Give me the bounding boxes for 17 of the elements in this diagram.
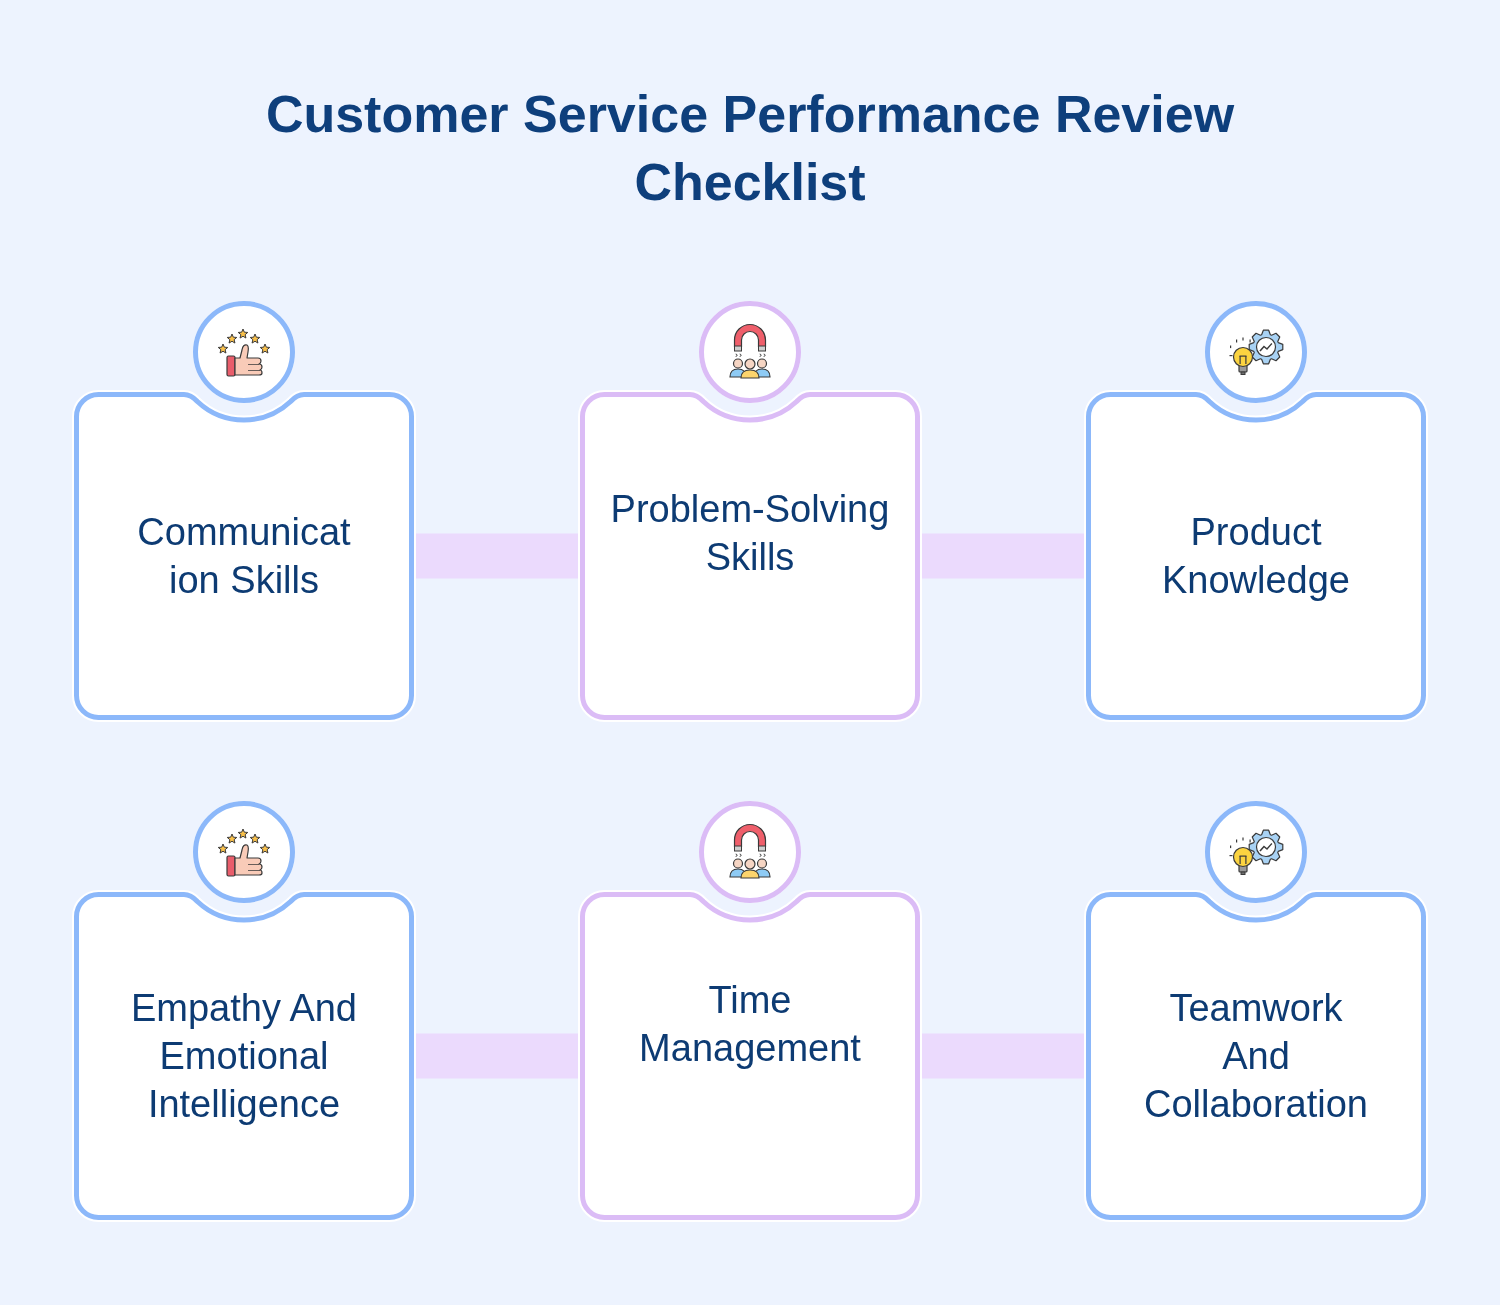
card-label: Teamwork And Collaboration [1143, 986, 1369, 1127]
checklist-card [74, 300, 414, 720]
checklist-card [1086, 300, 1426, 720]
card-label: Problem-Solving Skills [609, 487, 891, 580]
card-label: Communication Skills [136, 510, 352, 603]
connector-bar [414, 1033, 580, 1079]
card-label: Product Knowledge [1160, 510, 1351, 603]
connector-bar [414, 533, 580, 579]
card-label: Time Management [638, 978, 862, 1071]
connector-bar [920, 533, 1086, 579]
checklist-card [580, 800, 920, 1220]
card-label: Empathy And Emotional Intelligence [129, 986, 358, 1127]
connector-bar [920, 1033, 1086, 1079]
checklist-card [1086, 800, 1426, 1220]
title: Customer Service Performance Review Checklist [264, 84, 1236, 213]
checklist-card [580, 300, 920, 720]
checklist-card [74, 800, 414, 1220]
